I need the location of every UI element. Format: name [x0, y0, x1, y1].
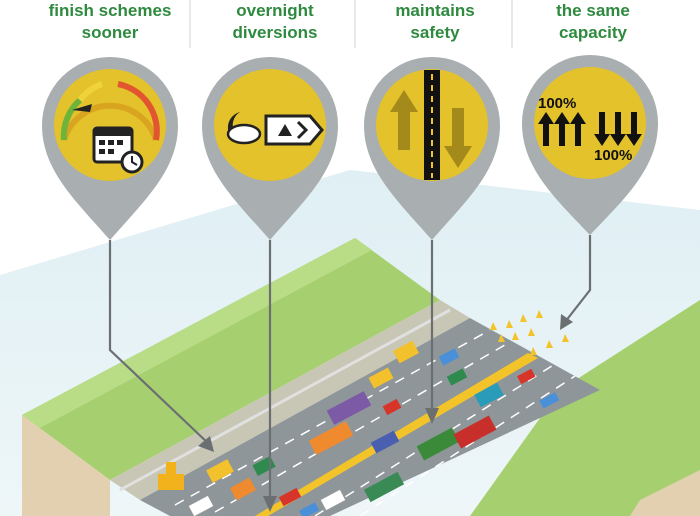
label-2-line-2: diversions	[232, 23, 318, 42]
label-4-line-3: capacity	[558, 23, 628, 42]
speedometer-calendar-clock-icon	[60, 81, 160, 174]
left-embankment-top	[22, 238, 372, 428]
capacity-top-percent: 100%	[538, 95, 577, 112]
capacity-bottom-percent: 100%	[594, 147, 633, 164]
label-finish-schemes: finish schemes sooner	[30, 0, 190, 44]
right-embankment	[470, 300, 700, 516]
central-barrier	[255, 353, 538, 516]
pin-3	[364, 57, 500, 240]
pointer-lines	[108, 235, 592, 500]
label-maintains-safety: maintains safety	[360, 0, 510, 44]
soil-edge-left	[22, 415, 110, 516]
night-moon-diversion-sign-icon	[226, 112, 324, 146]
left-embankment	[22, 238, 440, 480]
two-way-traffic-arrows-icon	[390, 70, 472, 180]
column-dividers	[189, 0, 513, 48]
label-1-line-1: finish schemes	[48, 1, 172, 20]
label-same-capacity: the same capacity	[518, 0, 668, 44]
label-3-line-2: safety	[410, 23, 460, 42]
label-1-line-2: sooner	[81, 23, 139, 42]
vehicles	[158, 310, 569, 516]
safety-barrier	[119, 308, 451, 492]
label-overnight-diversions: overnight diversions	[195, 0, 355, 44]
label-columns	[30, 0, 668, 48]
capacity-arrows-icon	[538, 112, 642, 146]
label-2-line-1: overnight	[236, 1, 314, 20]
label-3-line-1: maintains	[395, 1, 475, 20]
verge	[110, 300, 470, 500]
pointer-arrowheads	[198, 314, 573, 512]
pin-1	[42, 57, 178, 240]
pin-2	[202, 57, 338, 240]
pin-4	[522, 55, 658, 235]
label-4-line-2: the same	[556, 1, 630, 20]
soil-edge-right	[630, 470, 700, 516]
